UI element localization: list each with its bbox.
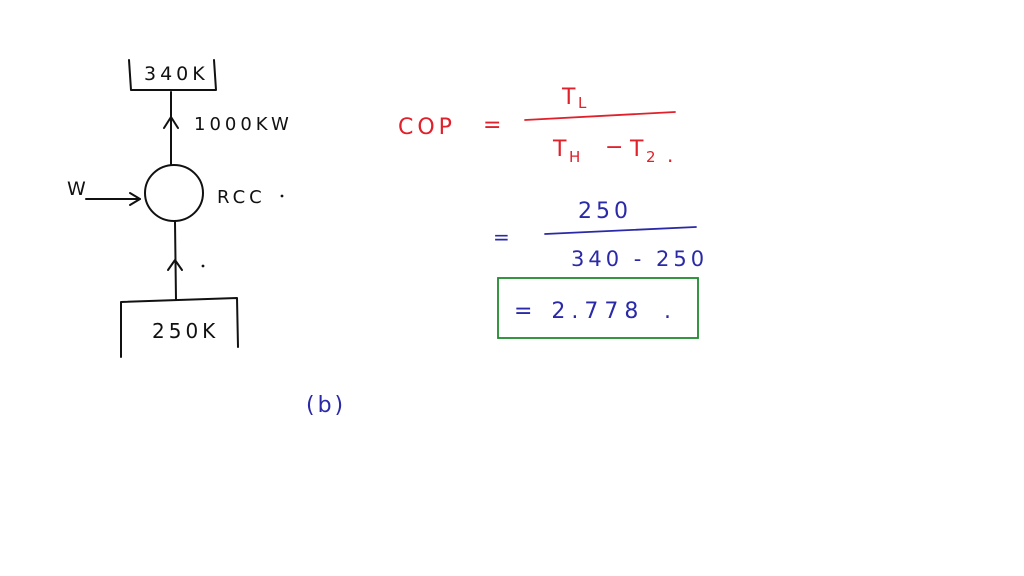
result-value: = 2.778	[514, 299, 644, 324]
cold-reservoir-label: 250K	[152, 319, 219, 343]
numerator-t: T	[561, 85, 576, 110]
hot-reservoir-label: 340K	[144, 63, 209, 85]
refrigerator-circle	[144, 164, 204, 222]
part-label: (b)	[306, 393, 346, 418]
hot-reservoir-box	[128, 59, 217, 91]
heat-out-arrowhead	[163, 116, 179, 129]
cop-equals: =	[483, 113, 501, 138]
work-arrowhead	[129, 192, 141, 206]
denominator-subscript-h: H	[569, 148, 580, 166]
heat-out-label: 1000KW	[194, 114, 293, 135]
denominator-t-2: T	[629, 137, 644, 162]
result-box	[497, 277, 699, 339]
cop-label: COP	[398, 115, 456, 140]
numerator-subscript: L	[578, 94, 587, 112]
value-fraction-bar	[544, 226, 697, 235]
cop-fraction-bar	[524, 111, 676, 121]
denominator-minus: −	[605, 135, 623, 160]
refrigeration-diagram: 340K 1000KW RCC W 250K (b)	[67, 59, 346, 418]
device-label-dot	[280, 194, 284, 198]
cop-calculation: COP = T L T H − T 2 . = 250 340 - 250 = …	[398, 85, 708, 339]
denominator-subscript-2: 2	[646, 148, 656, 166]
denominator-value: 340 - 250	[571, 247, 708, 271]
device-label: RCC	[217, 187, 266, 208]
heat-in-dot	[201, 264, 205, 268]
value-equals: =	[493, 225, 510, 249]
heat-in-arrowhead	[167, 259, 183, 271]
cold-reservoir-box	[120, 297, 239, 358]
result-period: .	[664, 299, 671, 324]
work-label: W	[67, 178, 90, 200]
denominator-period: .	[667, 143, 673, 167]
numerator-value: 250	[578, 199, 632, 224]
denominator-t-h: T	[552, 137, 567, 162]
